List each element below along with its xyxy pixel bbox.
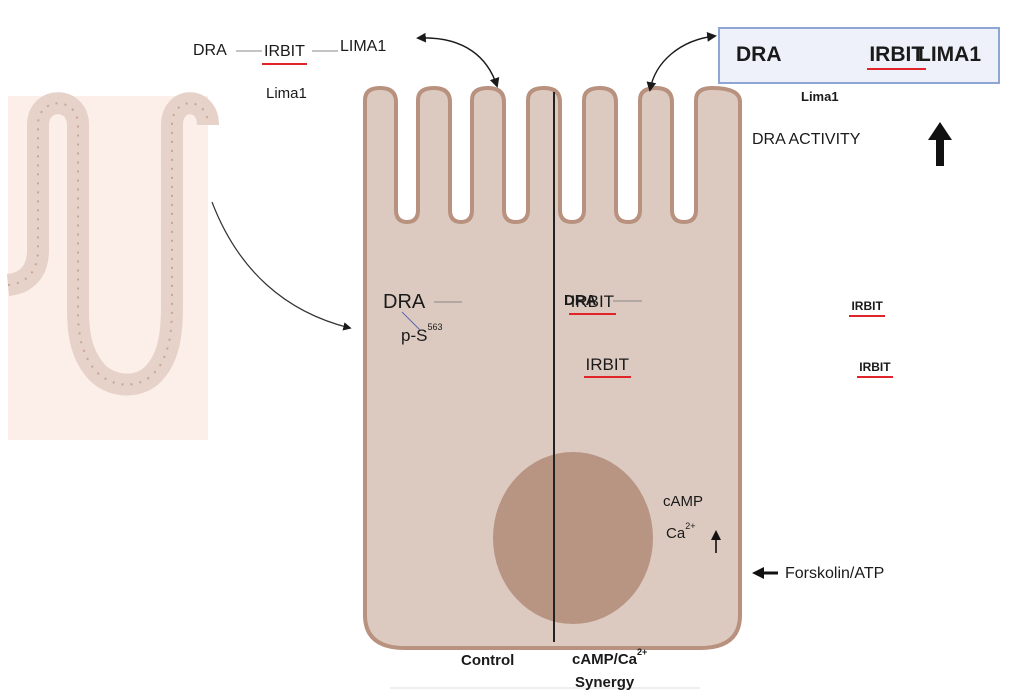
label-irbit-top-right: IRBIT — [867, 43, 926, 70]
phospho-bond — [401, 311, 421, 331]
label-dra-top-right: DRA — [736, 43, 782, 66]
label-irbit-free-synergy: IRBIT — [857, 360, 893, 378]
arrow-top-right-to-microvilli — [646, 32, 717, 92]
arrow-top-left-to-microvilli — [416, 32, 500, 88]
label-dra-activity: DRA ACTIVITY — [752, 131, 861, 148]
label-control: Control — [461, 652, 515, 669]
label-lima1-top-right: LIMA1 — [918, 43, 981, 66]
label-irbit-bound-synergy: IRBIT — [849, 299, 886, 317]
label-irbit-free-control: IRBIT — [583, 355, 632, 378]
label-dra-control: DRA — [383, 291, 426, 313]
label-camp: cAMP — [663, 493, 704, 510]
up-arrow-icon — [928, 122, 952, 166]
label-phospho-serine: p-S563 — [401, 322, 443, 345]
label-irbit-bound-control: IRBIT — [568, 292, 617, 315]
dra-irbit-lima1-box — [718, 27, 1000, 84]
label-irbit-top-left: IRBIT — [262, 43, 307, 65]
label-dra-synergy: DRA — [564, 292, 597, 309]
caption-lima1-top-left: Lima1 — [266, 85, 307, 102]
arrow-tissue-to-cell — [211, 201, 352, 331]
label-stimulus: Forskolin/ATP — [785, 565, 885, 582]
label-synergy-line1: cAMP/Ca2+ — [572, 647, 648, 668]
nucleus — [493, 452, 653, 624]
left-arrow-icon — [752, 567, 778, 579]
label-lima1-top-left: LIMA1 — [340, 38, 387, 55]
intestinal-crypt-tissue — [6, 92, 219, 440]
caption-lima1-top-right: Lima1 — [801, 89, 839, 104]
label-synergy-line2: Synergy — [575, 674, 635, 691]
ca-up-arrow-icon — [711, 530, 721, 553]
label-calcium: Ca2+ — [666, 521, 696, 542]
label-dra-top-left: DRA — [193, 42, 227, 59]
